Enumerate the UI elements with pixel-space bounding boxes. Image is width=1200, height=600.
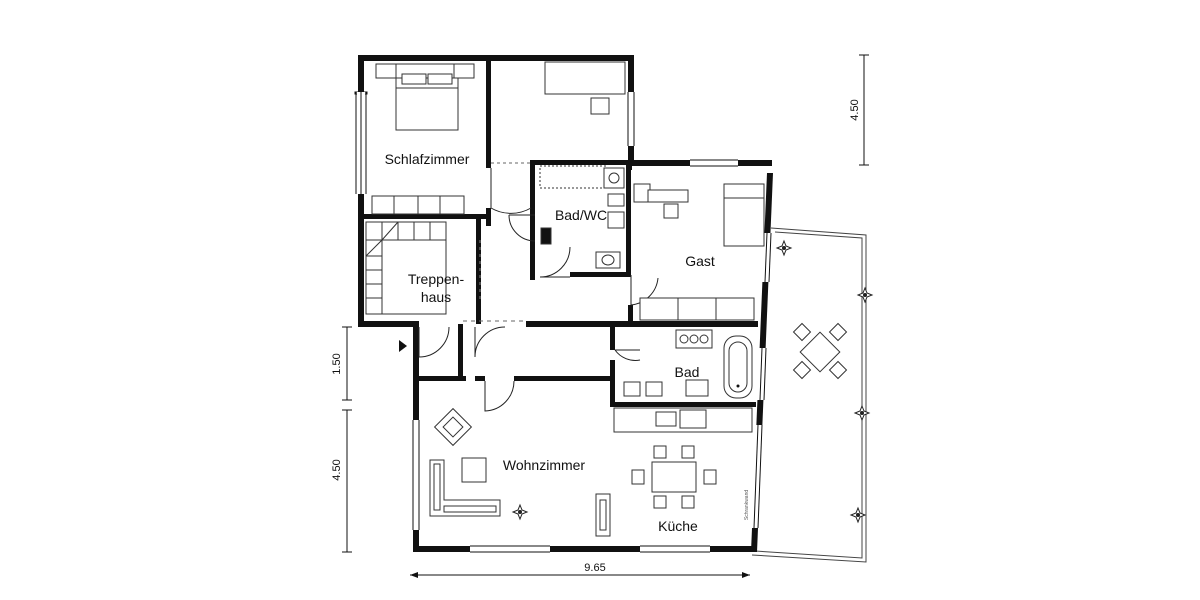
gast-desk (647, 189, 689, 203)
room-label-wohnzimmer: Wohnzimmer (503, 457, 586, 473)
dimension-label-left-lower: 4.50 (331, 459, 343, 480)
kitchen-furniture (595, 407, 753, 537)
room-label-bad: Bad (675, 364, 700, 380)
dining-table (651, 461, 697, 493)
door-gast (630, 275, 659, 306)
staircase (365, 221, 447, 352)
dimension-label-top-right: 4.50 (849, 99, 861, 120)
window-kitchen-bottom (640, 543, 710, 555)
office-furniture (544, 61, 626, 115)
door-living (484, 380, 515, 412)
gast-sofa (639, 297, 755, 321)
bad-wc-fixtures (539, 165, 625, 269)
wall-stair-bottom (358, 321, 418, 327)
terrace (751, 227, 867, 563)
bad-furniture (623, 329, 753, 399)
dimension-label-left-upper: 1.50 (331, 353, 343, 374)
plant-icon (853, 404, 871, 422)
door-bad-wc (539, 246, 571, 278)
door-hall-bad (508, 214, 536, 242)
plant-icon (775, 239, 793, 257)
window-living-left (410, 420, 422, 530)
kitchen-counter (613, 407, 753, 433)
wall-top (358, 55, 634, 61)
room-label-bad-wc: Bad/WC (555, 207, 607, 223)
bathtub-icon (539, 165, 607, 189)
door-entry-left (418, 326, 450, 358)
toilet-icon (595, 251, 621, 269)
window-top-right (625, 92, 637, 146)
wall-bottom (413, 546, 756, 552)
dimension-label-bottom: 9.65 (584, 562, 605, 574)
room-label-treppenhaus-1: Treppen- (408, 271, 465, 287)
plant-icon (849, 506, 867, 524)
window-kitchen-right (751, 425, 765, 528)
coffee-table (461, 457, 487, 483)
plant-icon (511, 503, 529, 521)
gast-furniture (633, 183, 765, 321)
terrace-table-icon (799, 331, 841, 373)
door-entry-right (474, 326, 506, 358)
plant-icon (856, 286, 874, 304)
room-label-gast: Gast (685, 253, 715, 269)
living-furniture (429, 407, 501, 517)
windows (354, 91, 774, 555)
room-label-schlafzimmer: Schlafzimmer (385, 151, 470, 167)
interior-walls (361, 58, 758, 407)
plants (511, 239, 874, 524)
room-label-kueche: Küche (658, 518, 698, 534)
room-label-treppenhaus-2: haus (421, 289, 451, 305)
entry-arrow-icon (399, 340, 407, 352)
bad-sink (675, 329, 713, 349)
door-bad (614, 349, 641, 361)
window-bad-right (757, 348, 769, 400)
radiator-icon (540, 227, 552, 245)
bedroom-furniture (371, 63, 475, 215)
terrace-table (792, 322, 848, 380)
window-living-bottom (470, 543, 550, 555)
dimension-lines (342, 54, 869, 578)
doors (418, 162, 659, 412)
door-bedroom (490, 168, 532, 214)
sofa-icon (429, 459, 501, 517)
window-gast-top (690, 157, 738, 169)
wall-note: Schrankwand (744, 490, 750, 521)
desk-icon (544, 61, 626, 95)
